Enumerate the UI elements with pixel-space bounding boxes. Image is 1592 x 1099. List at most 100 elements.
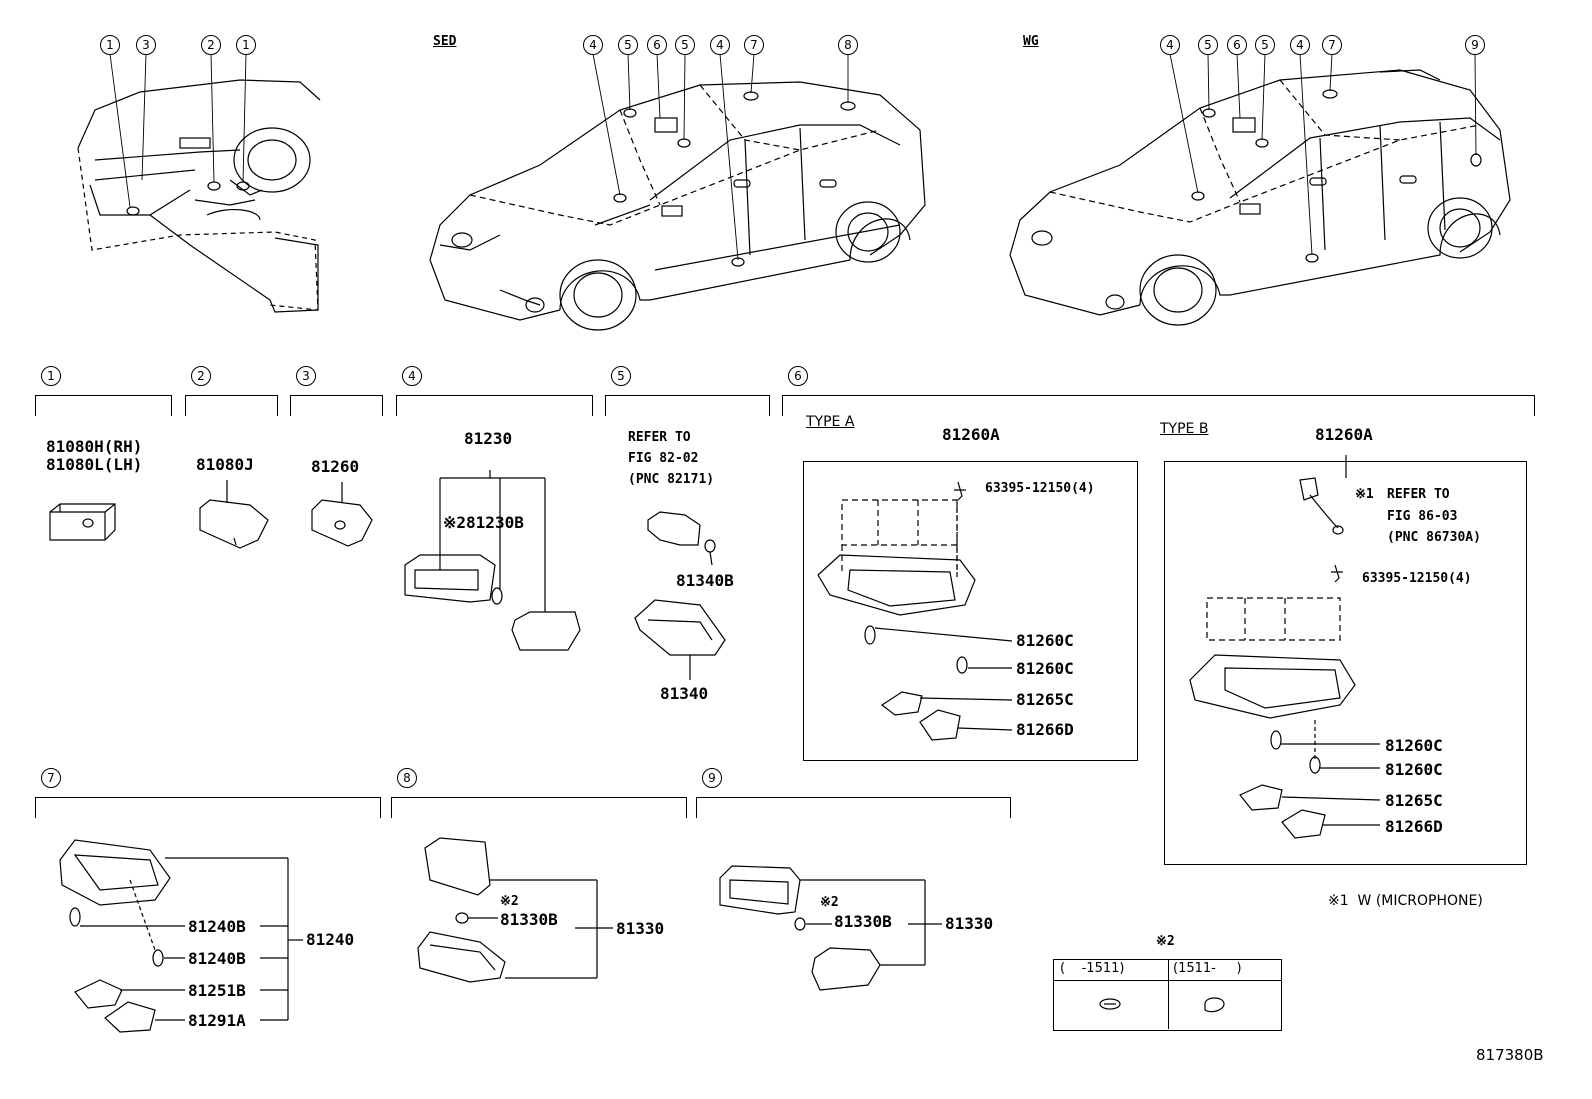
type-b-frame [1164, 461, 1527, 865]
part-number: 81260A [1315, 425, 1373, 444]
part-number: ※281230B [443, 513, 524, 532]
sedan-label: SED [433, 34, 457, 49]
section-5-bracket [605, 395, 770, 416]
section-6-bracket [782, 395, 1535, 416]
callout-4: 4 [1290, 35, 1310, 55]
callout-8: 8 [838, 35, 858, 55]
section-8-number: 8 [397, 768, 417, 788]
callout-2: 2 [201, 35, 221, 55]
refer-note: (PNC 82171) [628, 472, 715, 487]
part-81340-sketch [634, 511, 726, 680]
wagon-illustration [1009, 69, 1511, 326]
part-number: 81265C [1016, 690, 1074, 709]
part-81260-sketch [311, 482, 373, 547]
part-number: 81265C [1385, 791, 1443, 810]
revision-table-header [1053, 959, 1282, 981]
part-number: 81260 [311, 457, 360, 476]
part-number: 81080J [196, 455, 254, 474]
part-81080J-sketch [199, 480, 269, 549]
callout-5: 5 [618, 35, 638, 55]
type-a-label: TYPE A [806, 414, 855, 430]
refer-note: FIG 82-02 [628, 451, 699, 466]
rev-table-title: ※2 [1156, 934, 1175, 949]
sedan-illustration [429, 81, 926, 331]
part-number: 81080L(LH) [46, 455, 143, 474]
part-81330-sketch-8 [417, 837, 613, 983]
part-number: 81230 [464, 429, 513, 448]
type-b-sketch [1189, 455, 1381, 839]
section-4-number: 4 [402, 366, 422, 386]
callout-6: 6 [1227, 35, 1247, 55]
diagram-id: 817380B [1476, 1046, 1544, 1064]
part-number: 81240B [188, 949, 246, 968]
part-number: 81266D [1385, 817, 1443, 836]
wagon-label: WG [1023, 34, 1039, 49]
callout-4: 4 [1160, 35, 1180, 55]
part-number: 81291A [188, 1011, 246, 1030]
note-mark: ※2 [820, 895, 839, 910]
part-number: 81260A [942, 425, 1000, 444]
section-2-bracket [185, 395, 278, 416]
section-5-number: 5 [611, 366, 631, 386]
section-9-number: 9 [702, 768, 722, 788]
callout-1: 1 [236, 35, 256, 55]
part-number: 81080H(RH) [46, 437, 143, 456]
callout-9: 9 [1465, 35, 1485, 55]
refer-note: FIG 86-03 [1387, 509, 1458, 524]
refer-note: (PNC 86730A) [1387, 530, 1481, 545]
section-1-bracket [35, 395, 172, 416]
part-number: 81330 [616, 919, 665, 938]
section-9-bracket [696, 797, 1011, 818]
part-number: 81330B [500, 910, 558, 929]
section-7-number: 7 [41, 768, 61, 788]
callout-5: 5 [675, 35, 695, 55]
section-1-number: 1 [41, 366, 61, 386]
bulb-icons [1099, 997, 1225, 1013]
rev-col-2: (1511- ) [1173, 961, 1242, 976]
section-3-number: 3 [296, 366, 316, 386]
section-3-bracket [290, 395, 383, 416]
refer-note: REFER TO [1387, 487, 1450, 502]
section-4-bracket [396, 395, 593, 416]
type-b-label: TYPE B [1160, 421, 1209, 437]
part-number: 81251B [188, 981, 246, 1000]
part-number: 81340B [676, 571, 734, 590]
part-number: 81260C [1016, 631, 1074, 650]
part-81230-sketch [404, 470, 581, 651]
section-6-number: 6 [788, 366, 808, 386]
type-a-frame [803, 461, 1138, 761]
part-81240-sketch [59, 839, 303, 1033]
part-81080H-sketch [49, 503, 116, 541]
section-8-bracket [391, 797, 687, 818]
refer-note: REFER TO [628, 430, 691, 445]
note-mark: ※2 [500, 894, 519, 909]
part-number: 63395-12150(4) [1362, 571, 1472, 586]
part-number: 81260C [1385, 736, 1443, 755]
callout-5: 5 [1198, 35, 1218, 55]
revision-table-divider [1168, 959, 1169, 1029]
callout-3: 3 [136, 35, 156, 55]
part-81330-sketch-9 [719, 865, 942, 991]
part-number: 81330 [945, 914, 994, 933]
footnote-microphone: ※1 W (MICROPHONE) [1328, 893, 1483, 909]
part-number: 81330B [834, 912, 892, 931]
callout-1: 1 [100, 35, 120, 55]
rev-col-1: ( -1511) [1060, 961, 1125, 976]
part-number: 63395-12150(4) [985, 481, 1095, 496]
callout-7: 7 [1322, 35, 1342, 55]
section-2-number: 2 [191, 366, 211, 386]
part-number: 81340 [660, 684, 709, 703]
callout-7: 7 [744, 35, 764, 55]
dashboard-illustration [77, 79, 321, 313]
part-number: 81240B [188, 917, 246, 936]
type-a-sketch [817, 481, 1013, 741]
callout-6: 6 [647, 35, 667, 55]
refer-mark: ※1 [1355, 487, 1374, 502]
part-number: 81260C [1016, 659, 1074, 678]
part-number: 81266D [1016, 720, 1074, 739]
callout-4: 4 [710, 35, 730, 55]
part-number: 81240 [306, 930, 355, 949]
callout-4: 4 [583, 35, 603, 55]
